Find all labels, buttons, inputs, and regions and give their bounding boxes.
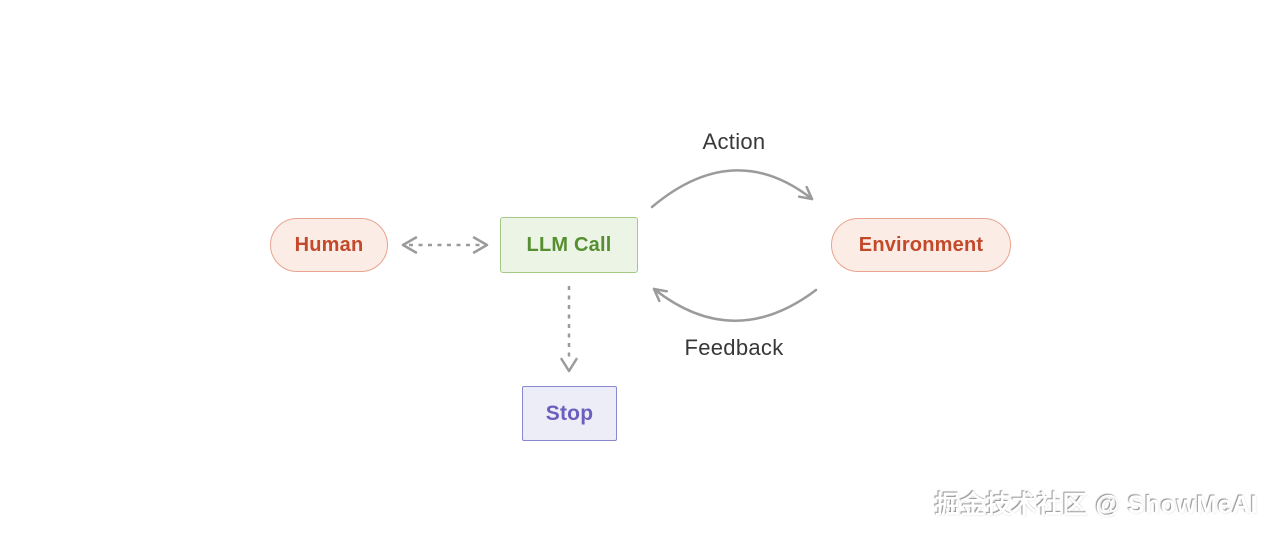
feedback-arrowhead-icon xyxy=(652,287,669,303)
watermark: 掘金技术社区 @ ShowMeAI xyxy=(934,491,1258,519)
llm-stop-dashed-arrow xyxy=(560,286,578,373)
edge-label-feedback: Feedback xyxy=(684,335,784,360)
human-llm-dashed-arrow xyxy=(401,236,489,254)
node-environment-label: Environment xyxy=(858,233,984,256)
node-stop-label: Stop xyxy=(545,401,594,425)
node-stop: Stop xyxy=(522,386,617,441)
right-arrowhead-icon xyxy=(472,236,489,254)
node-human-label: Human xyxy=(294,233,364,256)
left-arrowhead-icon xyxy=(401,236,418,254)
edge-label-action: Action xyxy=(702,129,766,154)
feedback-arrow xyxy=(652,287,818,322)
node-llm-call: LLM Call xyxy=(500,217,638,273)
node-llm-call-label: LLM Call xyxy=(526,233,612,256)
action-arrow xyxy=(650,169,814,209)
action-arrowhead-icon xyxy=(797,185,814,201)
node-human: Human xyxy=(270,218,388,272)
node-environment: Environment xyxy=(831,218,1011,272)
down-arrowhead-icon xyxy=(560,357,578,373)
